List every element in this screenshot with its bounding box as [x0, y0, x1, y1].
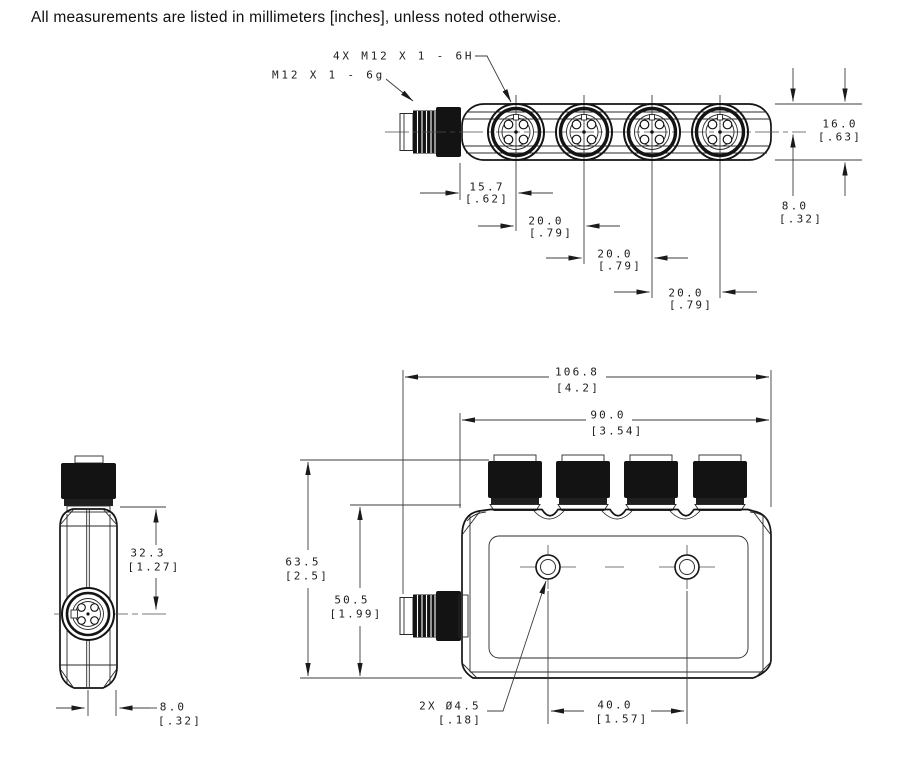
dim-pitch3-in: [.79] — [667, 298, 715, 312]
front-view-dimensions — [305, 374, 770, 724]
dim-port-center-mm: 32.3 — [129, 546, 167, 560]
dim-overall-length-in: [4.2] — [554, 381, 602, 395]
dim-height-mm: 16.0 — [821, 117, 859, 131]
callout-female-ports: 4X M12 X 1 - 6H — [332, 49, 476, 63]
dim-overall-height-mm: 63.5 — [284, 555, 322, 569]
front-view-drawing — [300, 370, 772, 679]
dim-pitch1-in: [.79] — [527, 226, 575, 240]
top-view-dimensions — [380, 55, 862, 295]
dim-port-center-in: [1.27] — [126, 560, 182, 574]
dim-overall-height-in: [2.5] — [283, 569, 331, 583]
dim-center-offset-mm: 8.0 — [780, 199, 810, 213]
callout-male-connector: M12 X 1 - 6g — [271, 68, 387, 82]
dim-height-in: [.63] — [816, 130, 864, 144]
dim-mounting-holes-in: [.18] — [436, 713, 484, 727]
dim-center-offset-in: [.32] — [777, 212, 825, 226]
dim-side-width-in: [.32] — [156, 714, 204, 728]
dim-pitch3-mm: 20.0 — [667, 286, 705, 300]
dim-body-height-in: [1.99] — [328, 607, 384, 621]
dim-pitch2-in: [.79] — [596, 259, 644, 273]
dim-side-width-mm: 8.0 — [158, 700, 188, 714]
side-view-drawing — [54, 455, 166, 689]
dim-overall-length-mm: 106.8 — [553, 365, 601, 379]
dim-body-length-mm: 90.0 — [589, 408, 627, 422]
dim-body-height-mm: 50.5 — [333, 593, 371, 607]
side-view-dimensions — [56, 506, 166, 716]
dim-hole-spacing-in: [1.57] — [594, 712, 650, 726]
dim-pitch2-mm: 20.0 — [596, 247, 634, 261]
dim-pitch1-mm: 20.0 — [527, 214, 565, 228]
dim-first-port-mm: 15.7 — [468, 180, 506, 194]
dim-mounting-holes-label: 2X Ø4.5 — [418, 699, 482, 713]
dim-body-length-in: [3.54] — [589, 424, 645, 438]
dim-first-port-in: [.62] — [463, 192, 511, 206]
dim-hole-spacing-mm: 40.0 — [596, 698, 634, 712]
top-view-drawing — [385, 95, 806, 298]
units-note: All measurements are listed in millimete… — [31, 9, 562, 26]
